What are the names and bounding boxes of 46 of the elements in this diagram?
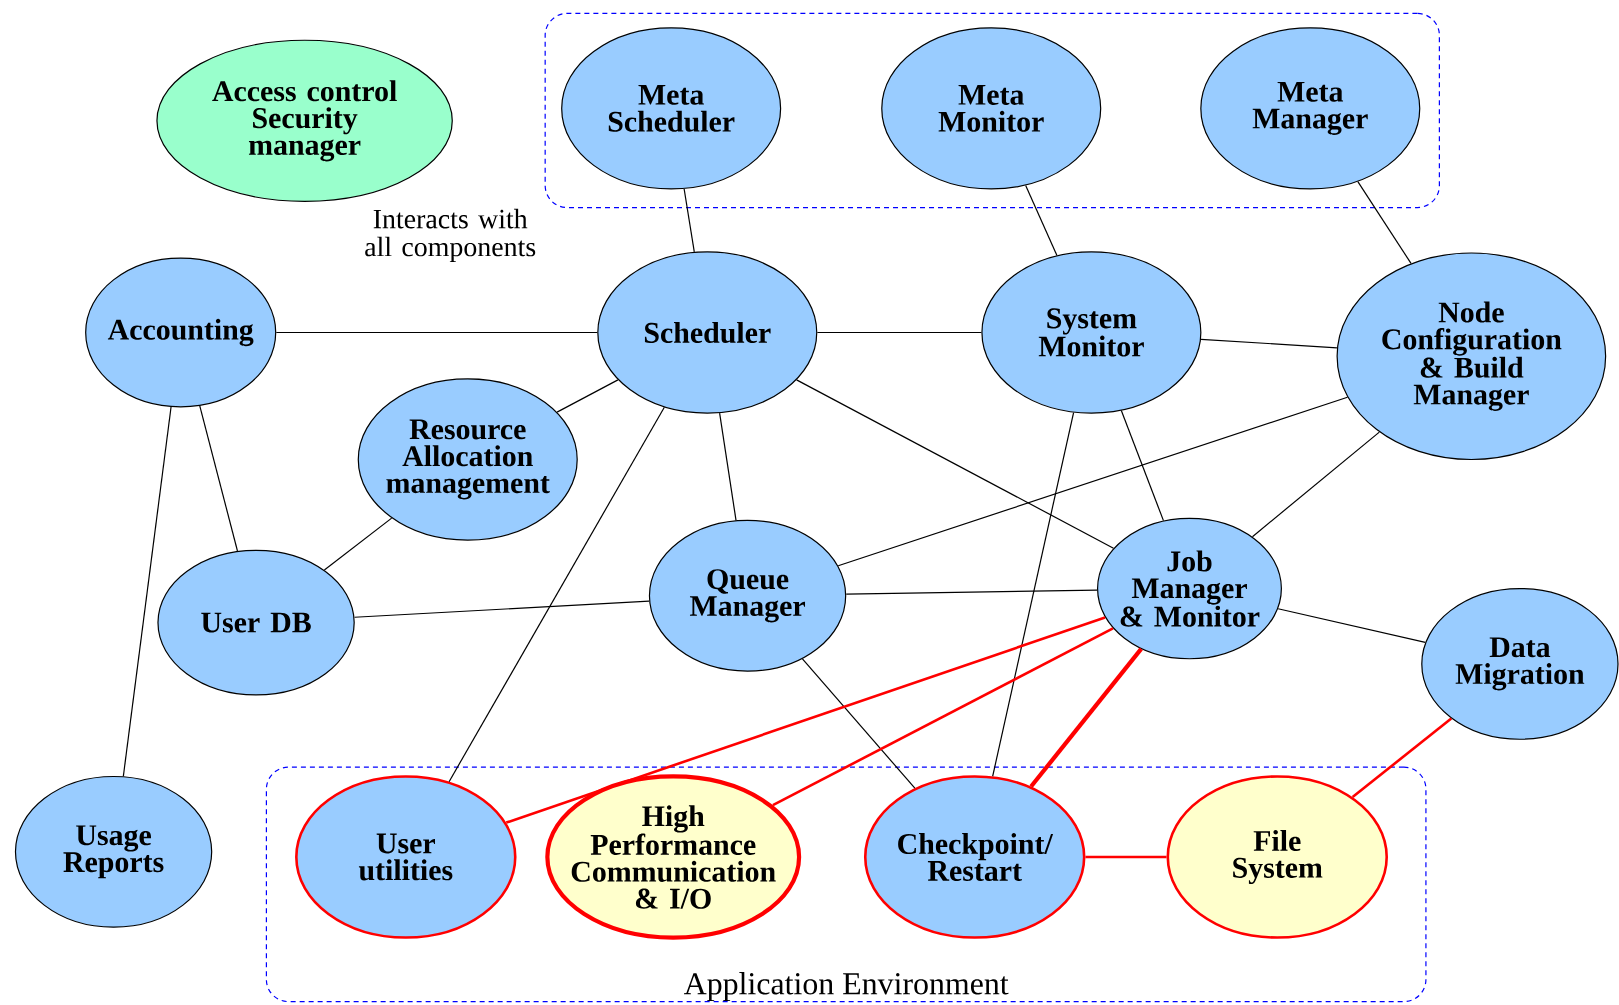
ellipse-node: Accounting <box>85 257 277 408</box>
connector-line <box>992 411 1075 777</box>
connector-line <box>353 600 650 618</box>
connector-line <box>1251 431 1380 538</box>
connector-line <box>1085 855 1167 859</box>
connector-line <box>1351 717 1453 799</box>
connector-line <box>837 396 1349 567</box>
ellipse-node: System Monitor <box>981 251 1202 414</box>
connector-line <box>1200 338 1338 349</box>
ellipse-node: Meta Manager <box>1200 27 1421 190</box>
group-frame <box>544 12 1440 209</box>
connector-line <box>719 412 737 521</box>
connector-line <box>199 405 239 552</box>
connector-line <box>122 406 172 777</box>
connector-line <box>845 589 1098 595</box>
connector-line <box>772 627 1114 807</box>
ellipse-node: Queue Manager <box>648 519 847 672</box>
ellipse-node: Resource Allocation management <box>357 378 578 541</box>
ellipse-node: Job Manager & Monitor <box>1097 517 1282 660</box>
connector-line <box>816 331 982 334</box>
ellipse-node: Usage Reports <box>14 775 213 928</box>
note-text: Interacts with all components <box>365 208 536 262</box>
connector-line <box>1357 181 1412 264</box>
ellipse-node: Meta Monitor <box>881 27 1102 190</box>
connector-line <box>323 517 393 571</box>
ellipse-node: Checkpoint/ Restart <box>863 775 1086 939</box>
ellipse-node: Data Migration <box>1421 587 1619 740</box>
connector-line <box>1277 608 1426 643</box>
connector-line <box>448 406 665 783</box>
ellipse-node: User DB <box>157 549 355 696</box>
connector-line <box>505 616 1106 824</box>
connector-line <box>796 379 1115 549</box>
ellipse-node: File System <box>1166 775 1388 939</box>
ellipse-node: User utilities <box>295 775 517 939</box>
connector-line <box>1120 409 1165 522</box>
connector-line <box>1029 647 1143 788</box>
ellipse-node: High Performance Communication & I/O <box>545 774 802 940</box>
connector-line <box>556 379 619 413</box>
ellipse-node: Node Configuration & Build Manager <box>1336 252 1607 461</box>
ellipse-node: Meta Scheduler <box>561 27 782 190</box>
connector-line <box>1025 184 1058 256</box>
connector-line <box>275 331 598 334</box>
ellipse-node: Access control Security manager <box>156 39 453 202</box>
connector-line <box>683 188 695 253</box>
ellipse-node: Scheduler <box>597 251 818 414</box>
connector-line <box>801 658 916 789</box>
